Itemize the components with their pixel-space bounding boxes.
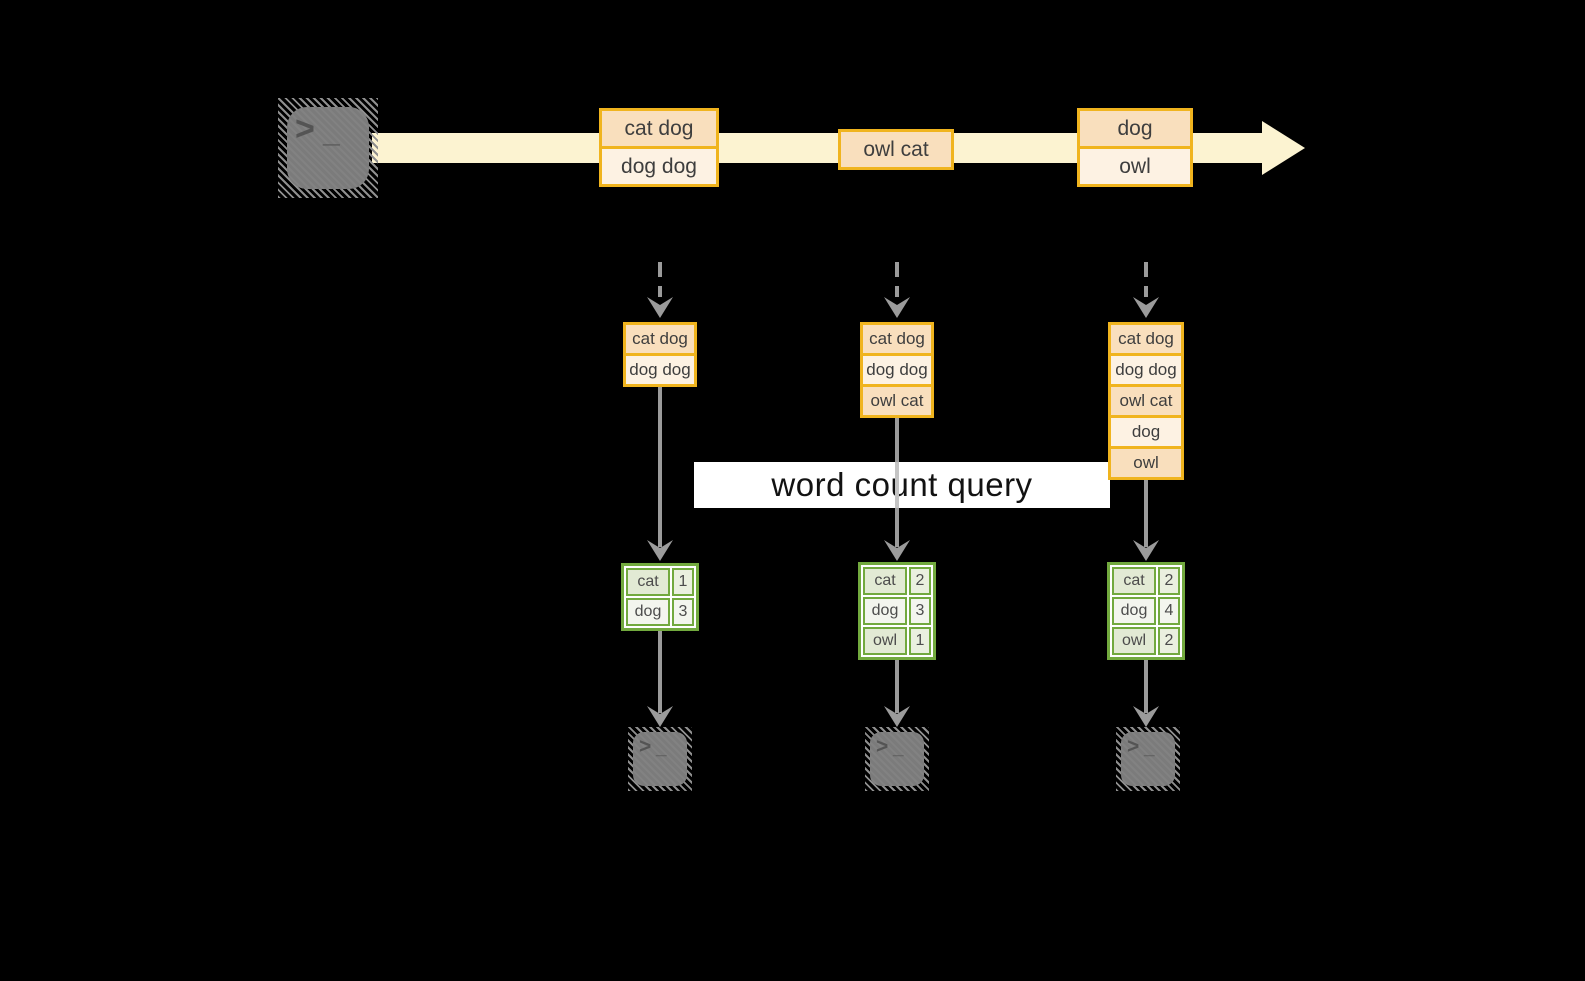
word-cell: dog	[1112, 597, 1156, 625]
terminal-prompt-chevron: >	[295, 110, 315, 148]
stream-event-box: dog dog	[599, 146, 719, 187]
state-stack-2: cat dog dog dog owl cat	[860, 322, 934, 418]
count-cell: 1	[672, 568, 694, 596]
terminal-icon-body	[1121, 732, 1175, 786]
terminal-sink-icon-1: > _	[628, 727, 692, 791]
word-cell: owl	[1112, 627, 1156, 655]
stream-event-box: cat dog	[599, 108, 719, 149]
count-cell: 2	[1158, 567, 1180, 595]
stream-arrow-head	[1262, 121, 1305, 175]
count-row: owl 2	[1112, 627, 1180, 655]
arrowhead-icon	[1133, 706, 1159, 727]
stream-event-group-2: owl cat	[838, 129, 954, 170]
state-stack-3: cat dog dog dog owl cat dog owl	[1108, 322, 1184, 480]
arrowhead-icon	[647, 297, 673, 318]
count-row: dog 3	[626, 598, 694, 626]
state-row: dog dog	[1108, 353, 1184, 387]
terminal-prompt-chevron: >	[639, 735, 652, 758]
terminal-icon-body	[287, 107, 369, 189]
stream-event-box: owl	[1077, 146, 1193, 187]
terminal-icon-body	[633, 732, 687, 786]
state-row: cat dog	[623, 322, 697, 356]
count-row: cat 2	[1112, 567, 1180, 595]
count-row: dog 4	[1112, 597, 1180, 625]
stream-event-box: dog	[1077, 108, 1193, 149]
terminal-prompt-chevron: >	[876, 735, 889, 758]
arrowhead-icon	[1133, 540, 1159, 561]
query-arrows	[658, 387, 1148, 547]
word-cell: dog	[626, 598, 670, 626]
count-table-1: cat 1 dog 3	[621, 563, 699, 631]
terminal-sink-icon-3: > _	[1116, 727, 1180, 791]
count-cell: 2	[909, 567, 931, 595]
terminal-source-icon: > _	[278, 98, 378, 198]
state-row: cat dog	[1108, 322, 1184, 356]
ingest-arrows	[658, 262, 1148, 297]
arrowhead-icon	[884, 706, 910, 727]
stream-event-group-3: dog owl	[1077, 108, 1193, 187]
state-row: owl cat	[860, 384, 934, 418]
arrowhead-icon	[884, 297, 910, 318]
stream-event-group-1: cat dog dog dog	[599, 108, 719, 187]
count-cell: 3	[909, 597, 931, 625]
count-table-2: cat 2 dog 3 owl 1	[858, 562, 936, 660]
count-table-3: cat 2 dog 4 owl 2	[1107, 562, 1185, 660]
word-count-query-label: word count query	[694, 462, 1110, 508]
state-row: cat dog	[860, 322, 934, 356]
count-row: cat 1	[626, 568, 694, 596]
ingest-arrowheads	[647, 297, 1159, 318]
sink-arrows	[658, 631, 1148, 713]
state-row: dog dog	[623, 353, 697, 387]
count-row: owl 1	[863, 627, 931, 655]
terminal-prompt-underscore: _	[323, 116, 340, 149]
word-cell: cat	[626, 568, 670, 596]
state-row: owl cat	[1108, 384, 1184, 418]
arrowhead-icon	[1133, 297, 1159, 318]
word-cell: dog	[863, 597, 907, 625]
count-cell: 3	[672, 598, 694, 626]
state-row: dog dog	[860, 353, 934, 387]
arrowhead-icon	[884, 540, 910, 561]
word-cell: cat	[1112, 567, 1156, 595]
stream-event-box: owl cat	[838, 129, 954, 170]
arrowhead-icon	[647, 540, 673, 561]
state-stack-1: cat dog dog dog	[623, 322, 697, 387]
sink-arrowheads	[647, 706, 1159, 727]
count-cell: 1	[909, 627, 931, 655]
terminal-prompt-underscore: _	[1144, 738, 1155, 759]
state-row: dog	[1108, 415, 1184, 449]
state-row: owl	[1108, 446, 1184, 480]
terminal-sink-icon-2: > _	[865, 727, 929, 791]
count-row: dog 3	[863, 597, 931, 625]
word-cell: owl	[863, 627, 907, 655]
word-cell: cat	[863, 567, 907, 595]
count-cell: 4	[1158, 597, 1180, 625]
arrowhead-icon	[647, 706, 673, 727]
count-row: cat 2	[863, 567, 931, 595]
query-arrowheads	[647, 540, 1159, 561]
terminal-icon-body	[870, 732, 924, 786]
terminal-prompt-underscore: _	[893, 738, 904, 759]
terminal-prompt-chevron: >	[1127, 735, 1140, 758]
count-cell: 2	[1158, 627, 1180, 655]
terminal-prompt-underscore: _	[656, 738, 667, 759]
